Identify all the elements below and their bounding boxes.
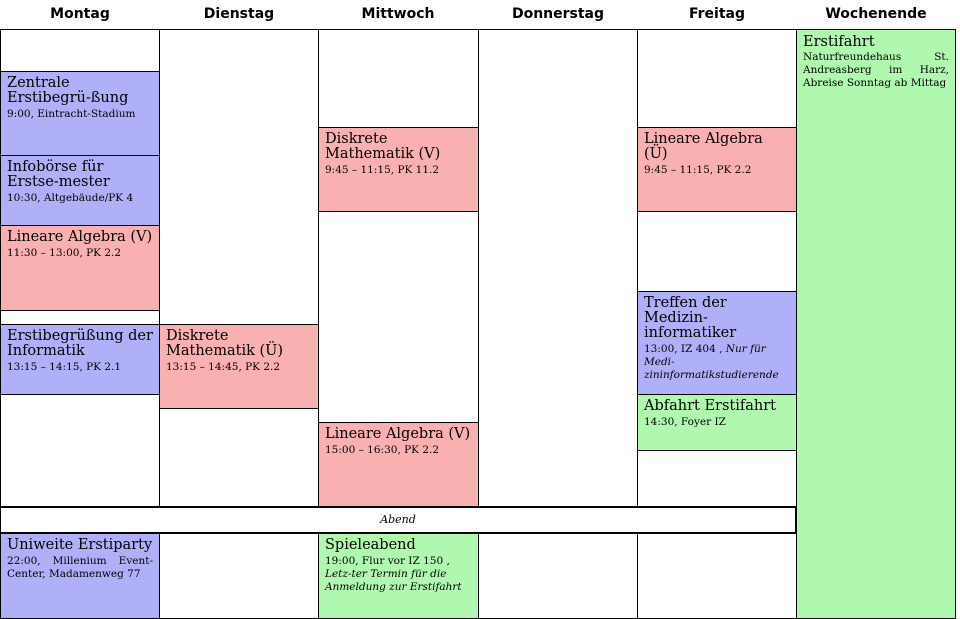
event-title: Spieleabend — [325, 537, 416, 553]
event-spieleabend[interactable]: Spieleabend 19:00, Flur vor IZ 150 , Let… — [318, 533, 479, 619]
header-dienstag: Dienstag — [203, 6, 275, 22]
event-detail: 22:00, Millenium Event-Center, Madamenwe… — [7, 555, 153, 580]
event-diskrete-mathematik-uebung[interactable]: Diskrete Mathematik (Ü) 13:15 – 14:45, P… — [159, 324, 319, 409]
event-detail: 19:00, Flur vor IZ 150 , Letz-ter Termin… — [325, 555, 472, 594]
header-montag: Montag — [50, 6, 110, 22]
event-diskrete-mathematik-vorlesung[interactable]: Diskrete Mathematik (V) 9:45 – 11:15, PK… — [318, 127, 479, 212]
event-detail: 9:00, Eintracht-Stadium — [7, 108, 136, 120]
event-detail: 10:30, Altgebäude/PK 4 — [7, 192, 134, 204]
evening-divider: Abend — [0, 507, 796, 533]
event-title: Uniweite Erstiparty — [7, 537, 153, 553]
header-mittwoch: Mittwoch — [361, 6, 435, 22]
event-lineare-algebra-uebung[interactable]: Lineare Algebra (Ü) 9:45 – 11:15, PK 2.2 — [637, 127, 797, 212]
event-uniweite-erstiparty[interactable]: Uniweite Erstiparty 22:00, Millenium Eve… — [0, 533, 160, 619]
event-title: Erstibegrüßung der Informatik — [7, 328, 153, 359]
event-title: Treffen der Medizin-informatiker — [644, 295, 737, 341]
event-detail: 11:30 – 13:00, PK 2.2 — [7, 247, 122, 259]
event-detail: 9:45 – 11:15, PK 11.2 — [325, 164, 440, 176]
event-title: Diskrete Mathematik (V) — [325, 131, 441, 162]
event-detail: 14:30, Foyer IZ — [644, 416, 726, 428]
event-abfahrt-erstifahrt[interactable]: Abfahrt Erstifahrt 14:30, Foyer IZ — [637, 394, 797, 451]
evening-donnerstag — [478, 533, 638, 619]
event-title: Lineare Algebra (V) — [325, 426, 471, 442]
event-title: Zentrale Erstibegrü-ßung — [7, 75, 129, 106]
event-erstifahrt-wochenende[interactable]: Erstifahrt Naturfreundehaus St. Andreasb… — [796, 29, 956, 619]
event-title: Erstifahrt — [803, 34, 875, 50]
event-title: Lineare Algebra (Ü) — [644, 131, 763, 162]
event-infoboerse[interactable]: Infobörse für Erstse-mester 10:30, Altge… — [0, 155, 160, 226]
header-freitag: Freitag — [688, 6, 746, 22]
column-dienstag — [159, 29, 319, 507]
event-detail: 15:00 – 16:30, PK 2.2 — [325, 444, 440, 456]
column-donnerstag — [478, 29, 638, 507]
event-title: Lineare Algebra (V) — [7, 229, 153, 245]
event-lineare-algebra-montag[interactable]: Lineare Algebra (V) 11:30 – 13:00, PK 2.… — [0, 225, 160, 311]
event-note: Nur für Medi-zininformatikstudierende — [644, 343, 779, 381]
header-donnerstag: Donnerstag — [511, 6, 605, 22]
event-erstibegruessung-informatik[interactable]: Erstibegrüßung der Informatik 13:15 – 14… — [0, 324, 160, 395]
event-note: Letz-ter Termin für die Anmeldung zur Er… — [325, 568, 462, 593]
event-title: Diskrete Mathematik (Ü) — [166, 328, 284, 359]
event-detail: 9:45 – 11:15, PK 2.2 — [644, 164, 752, 176]
event-detail-text: 13:00, IZ 404 , — [644, 343, 723, 355]
event-detail: 13:15 – 14:15, PK 2.1 — [7, 361, 122, 373]
event-zentrale-erstibegruessung[interactable]: Zentrale Erstibegrü-ßung 9:00, Eintracht… — [0, 71, 160, 156]
evening-dienstag — [159, 533, 319, 619]
event-detail: 13:15 – 14:45, PK 2.2 — [166, 361, 281, 373]
event-detail: Naturfreundehaus St. Andreasberg im Harz… — [803, 51, 949, 89]
event-lineare-algebra-mittwoch[interactable]: Lineare Algebra (V) 15:00 – 16:30, PK 2.… — [318, 422, 479, 507]
event-title: Infobörse für Erstse-mester — [7, 159, 110, 190]
evening-freitag — [637, 533, 797, 619]
event-detail-text: 19:00, Flur vor IZ 150 , — [325, 555, 450, 567]
header-wochenende: Wochenende — [825, 6, 927, 22]
event-title: Abfahrt Erstifahrt — [644, 398, 777, 414]
event-treffen-medizininformatiker[interactable]: Treffen der Medizin-informatiker 13:00, … — [637, 291, 797, 395]
event-detail: 13:00, IZ 404 , Nur für Medi-zininformat… — [644, 343, 790, 382]
